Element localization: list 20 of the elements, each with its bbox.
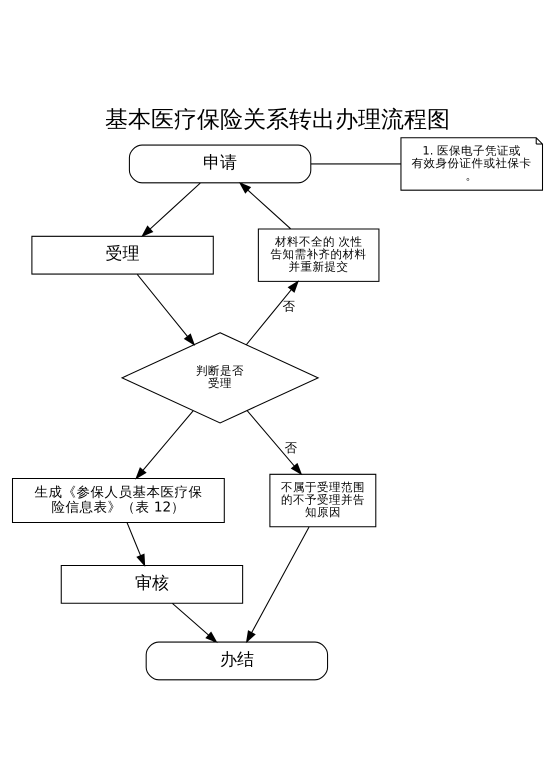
arrow: [238, 182, 291, 230]
connector: [311, 163, 401, 164]
node-box: 材料不全的 次性告知需补齐的材料并重新提交: [258, 228, 380, 282]
node-box: 审核: [60, 565, 244, 604]
arrow: [246, 280, 299, 345]
arrow: [136, 274, 196, 346]
node-box: 不属于受理范围的不予受理并告知原因: [269, 474, 376, 528]
arrow: [135, 410, 194, 480]
node-box: 申请: [128, 144, 312, 184]
arrow: [246, 410, 302, 476]
arrow: [172, 603, 218, 644]
arrow: [126, 522, 146, 567]
diagram-title: 基本医疗保险关系转出办理流程图: [105, 106, 450, 133]
edge-label: 否: [284, 440, 298, 455]
arrow: [246, 526, 310, 644]
edge-label: 否: [282, 298, 296, 314]
node-box: 办结: [146, 642, 328, 680]
node-box: 受理: [31, 236, 214, 275]
node-box: 生成《参保人员基本医疗保险信息表》（表 12）: [12, 478, 225, 524]
arrow: [141, 182, 201, 238]
